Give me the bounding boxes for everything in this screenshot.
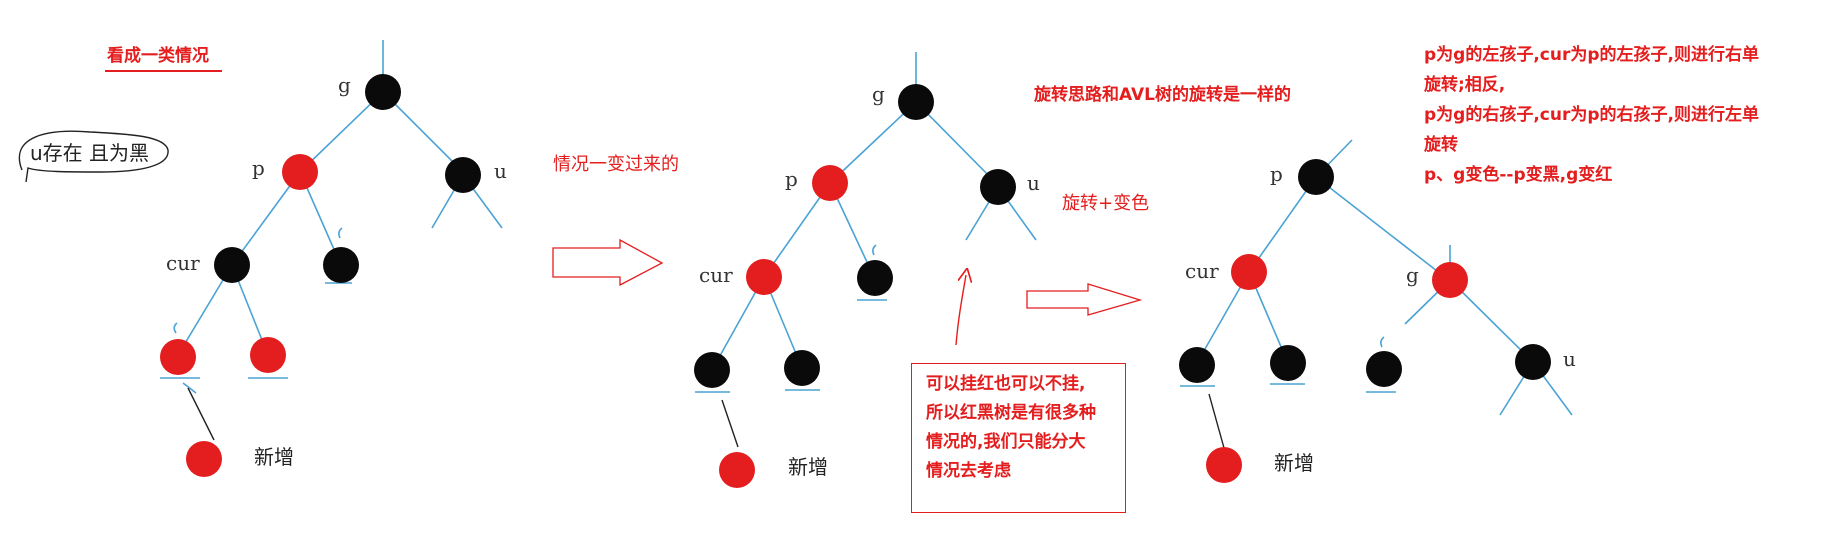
rule-line: 旋转;相反, [1424, 75, 1506, 95]
u-note: u存在 且为黑 [30, 141, 149, 165]
tree-2-label-new: 新增 [788, 455, 828, 479]
tree-1-label-cur: cur [166, 251, 200, 275]
u-note-bubble [18, 130, 169, 183]
tree-1-label-p: p [252, 156, 265, 180]
title-note: 看成一类情况 [106, 45, 209, 66]
tree-2-label-cur: cur [699, 263, 733, 287]
rule-line: p为g的左孩子,cur为p的左孩子,则进行右单 [1424, 45, 1759, 65]
hint-arrow [955, 275, 966, 346]
tree-2-new-link [721, 399, 739, 448]
tree-1-label-g: g [338, 73, 351, 97]
note-box-line: 情况去考虑 [926, 461, 1011, 481]
note-box-line: 可以挂红也可以不挂, [926, 374, 1086, 394]
tree-2-label-p: p [785, 167, 798, 191]
tree-1-new-link [187, 387, 215, 441]
rotation-note: 旋转思路和AVL树的旋转是一样的 [1033, 84, 1291, 105]
arrow1-caption: 情况一变过来的 [553, 154, 679, 175]
tree-2 [695, 52, 1037, 393]
note-box: 可以挂红也可以不挂, 所以红黑树是有很多种 情况的,我们只能分大 情况去考虑 [911, 363, 1126, 513]
tree-3-label-new: 新增 [1274, 451, 1314, 475]
transition-arrow-2 [1026, 283, 1143, 316]
tree-2-label-u: u [1027, 171, 1040, 195]
rule-line: 旋转 [1424, 135, 1458, 155]
rule-line: p、g变色--p变黑,g变红 [1424, 165, 1613, 185]
tree-3-nodes [1179, 159, 1551, 483]
tree-3-label-p: p [1270, 162, 1283, 186]
tree-1-nodes [160, 74, 481, 477]
tree-2-label-g: g [872, 82, 885, 106]
rule-line: p为g的右孩子,cur为p的右孩子,则进行左单 [1424, 105, 1759, 125]
tree-1 [160, 40, 503, 394]
transition-arrow-1 [552, 238, 664, 287]
tree-1-label-new: 新增 [254, 445, 294, 469]
tree-2-nodes [694, 84, 1016, 488]
tree-1-label-u: u [494, 159, 507, 183]
rotation-color-caption: 旋转+变色 [1062, 193, 1149, 214]
rotation-rules: p为g的左孩子,cur为p的左孩子,则进行右单 旋转;相反, p为g的右孩子,c… [1424, 40, 1824, 190]
tree-3-label-g: g [1406, 263, 1419, 287]
note-box-line: 所以红黑树是有很多种 [926, 403, 1096, 423]
tree-3-new-link [1208, 393, 1225, 449]
tree-3-label-u: u [1563, 347, 1576, 371]
tree-3-label-cur: cur [1185, 259, 1219, 283]
note-box-line: 情况的,我们只能分大 [926, 432, 1086, 452]
